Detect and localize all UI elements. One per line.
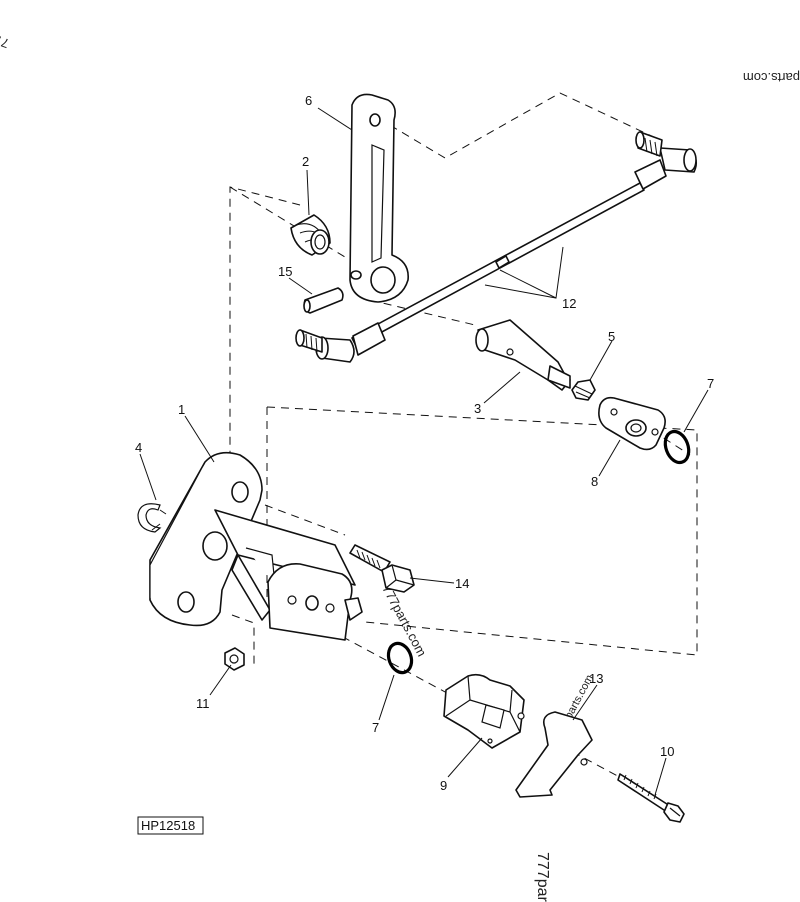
callout-4: 4: [135, 440, 142, 455]
watermark-bottom: 777part: [534, 852, 551, 902]
callout-12: 12: [562, 296, 576, 311]
callout-14: 14: [455, 576, 469, 591]
part-12-rod: [295, 131, 698, 363]
part-4-snap-ring: [137, 503, 167, 533]
part-14-bolt: [349, 544, 415, 593]
callout-9: 9: [440, 778, 447, 793]
figure-id-box: HP12518: [137, 816, 204, 835]
callout-13: 13: [589, 671, 603, 686]
callout-11: 11: [196, 696, 210, 711]
callout-7-lower: 7: [372, 720, 379, 735]
callout-6: 6: [305, 93, 312, 108]
callout-10: 10: [660, 744, 674, 759]
figure-id-label: HP12518: [141, 818, 195, 833]
rod-end-left: [295, 322, 386, 363]
watermark-top-right: parts.com: [743, 70, 800, 85]
part-8-flange: [598, 396, 666, 451]
callout-15: 15: [278, 264, 292, 279]
callout-7-upper: 7: [707, 376, 714, 391]
part-7-o-ring-lower: [386, 641, 414, 675]
callout-leaders: [139, 107, 709, 796]
part-10-long-bolt: [617, 773, 685, 823]
callout-2: 2: [302, 154, 309, 169]
part-3-shaft: [475, 319, 571, 391]
callout-5: 5: [608, 329, 615, 344]
part-2-spring: [290, 214, 331, 256]
callout-3: 3: [474, 401, 481, 416]
part-1-main-lever: [149, 451, 363, 641]
part-5-nut: [571, 379, 596, 401]
part-6-lever: [349, 93, 409, 303]
part-11-nut: [224, 647, 245, 671]
part-13-bracket: [515, 711, 593, 798]
part-9-knob: [443, 673, 525, 749]
callout-numbers: 6 2 15 12 5 7 3 1 4 8 14 13 11 7 10 9: [135, 93, 714, 793]
callout-8: 8: [591, 474, 598, 489]
watermark-top-left: 77: [0, 32, 11, 51]
callout-1: 1: [178, 402, 185, 417]
rod-end-right: [634, 131, 698, 190]
part-15-roll-pin: [303, 287, 344, 314]
part-7-o-ring-upper: [663, 429, 691, 465]
